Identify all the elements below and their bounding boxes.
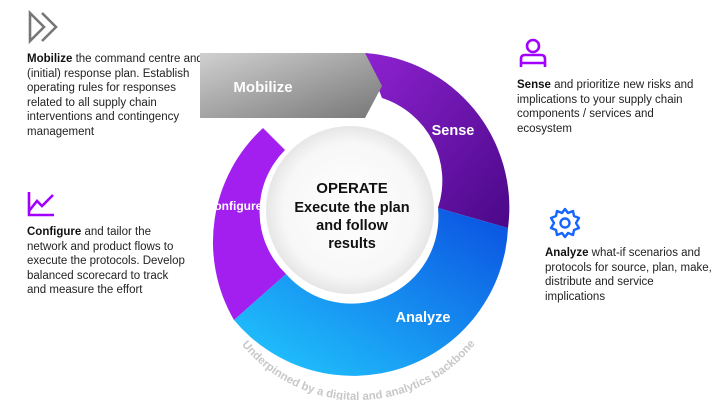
configure-segment [212,128,286,320]
mobilize-lead: Mobilize [27,53,73,65]
sense-label: Sense [432,123,475,139]
sense-segment [365,53,510,228]
double-chevron-right-icon [28,10,58,44]
trend-line-icon [27,192,54,217]
configure-lead: Configure [27,226,82,238]
analyze-label: Analyze [396,310,451,326]
mobilize-arrow [200,53,382,118]
mobilize-description: Mobilize the command centre and (initial… [27,52,203,139]
sense-lead: Sense [517,79,551,91]
analyze-segment [234,208,508,376]
analyze-text: what-if scenarios and protocols for sour… [545,247,712,303]
center-subtitle-1: Execute the plan [294,200,409,216]
person-icon [519,38,547,67]
mobilize-label: Mobilize [233,79,292,96]
configure-description: Configure and tailor the network and pro… [27,225,189,298]
configure-label: Configure [206,199,263,213]
center-subtitle-3: results [328,236,376,252]
analyze-description: Analyze what-if scenarios and protocols … [545,246,715,304]
gear-icon [549,207,581,239]
sense-text: and prioritize new risks and implication… [517,79,694,135]
center-subtitle-2: and follow [316,218,388,234]
analyze-lead: Analyze [545,247,589,259]
center-title: OPERATE [316,180,387,197]
center-disc [266,126,434,294]
sense-description: Sense and prioritize new risks and impli… [517,78,702,136]
configure-text: and tailor the network and product flows… [27,226,185,296]
mobilize-text: the command centre and (initial) respons… [27,53,203,138]
